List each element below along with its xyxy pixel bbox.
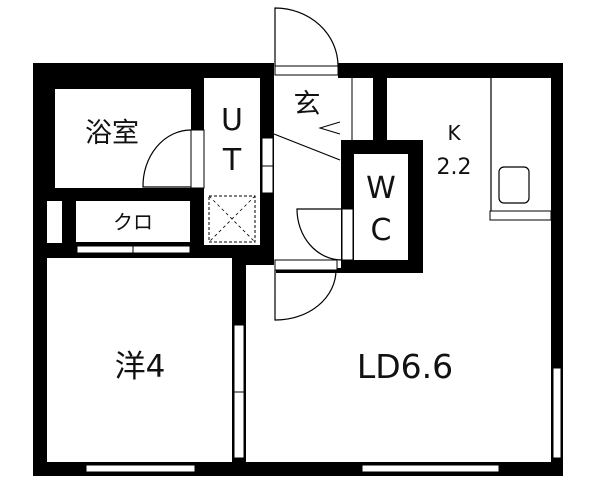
closet-side-strip	[47, 201, 62, 243]
label-closet: クロ	[113, 210, 153, 234]
entrance-shelf	[341, 78, 373, 140]
room-wc	[354, 154, 408, 260]
window-western	[85, 464, 196, 473]
wc-door[interactable]	[341, 208, 354, 261]
room-western	[47, 258, 232, 462]
washer-pan-icon	[208, 195, 256, 243]
label-living-dining: LD6.6	[357, 347, 453, 386]
front-door-swing	[274, 7, 339, 67]
room-closet	[76, 201, 190, 242]
bath-door-swing	[142, 129, 192, 188]
window-ld-right	[552, 367, 562, 459]
window-ld-bottom	[361, 464, 500, 473]
sink-icon	[498, 166, 530, 204]
room-utility	[204, 78, 260, 245]
room-entrance	[274, 78, 341, 268]
room-living-dining	[246, 273, 551, 462]
wc-door-swing	[296, 208, 343, 261]
label-kitchen: K	[447, 121, 461, 145]
front-door[interactable]	[274, 65, 339, 76]
label-utility-u: U	[221, 103, 243, 138]
label-western-room: 洋4	[115, 349, 166, 385]
label-bath: 浴室	[85, 118, 139, 149]
room-bath	[55, 89, 191, 188]
ld-door[interactable]	[274, 259, 338, 271]
bath-door[interactable]	[190, 129, 205, 189]
label-entrance: 玄	[294, 89, 321, 120]
label-wc-c: C	[371, 213, 392, 248]
kitchen-counter-edge	[489, 210, 552, 221]
label-kitchen-size: 2.2	[437, 155, 472, 180]
ld-door-swing	[274, 269, 337, 321]
label-utility-t: T	[222, 143, 242, 178]
label-wc-w: W	[366, 171, 396, 206]
